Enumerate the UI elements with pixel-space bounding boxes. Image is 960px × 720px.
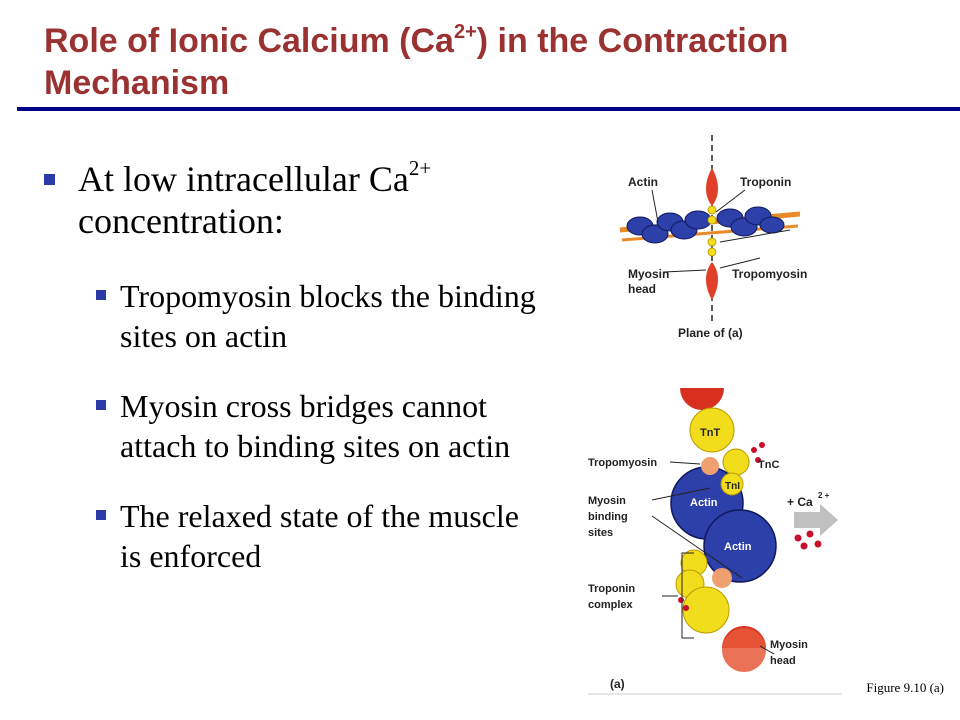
label-actin-2: Actin: [724, 541, 752, 553]
label-myosin-head-2: head: [628, 282, 656, 296]
myosin-head-bottom-blob: [722, 628, 766, 672]
label-tropomyosin: Tropomyosin: [588, 457, 657, 469]
bullet-marker: [44, 174, 55, 185]
sub-bullet-text: The relaxed state of the muscle is enfor…: [120, 498, 519, 574]
troponin-complex-shapes: [675, 549, 730, 634]
sub-bullet: Myosin cross bridges cannot attach to bi…: [40, 386, 540, 466]
cross-section-figure: + Ca 2 + Tropomyosin Myosin binding site…: [588, 388, 842, 695]
main-bullet: At low intracellular Ca2+ concentration:: [40, 158, 540, 242]
label-tnc: TnC: [758, 459, 779, 471]
sub-bullet-text: Tropomyosin blocks the binding sites on …: [120, 278, 536, 354]
myosin-head-top: [680, 388, 724, 410]
tnc-circle: [722, 448, 750, 476]
tnt-circle: [689, 407, 735, 453]
label-tnt: TnT: [700, 427, 720, 439]
myosin-head-shape: [706, 262, 718, 300]
label-tropomyosin: Tropomyosin: [732, 267, 807, 281]
label-troponin-complex-2: complex: [588, 599, 634, 611]
label-myosin-binding-1: Myosin: [588, 495, 626, 507]
figure-caption: Figure 9.10 (a): [866, 680, 944, 695]
label-myosin-head-1: Myosin: [770, 639, 808, 651]
title-divider: [17, 107, 960, 111]
myosin-head-shape: [706, 168, 718, 206]
tni-circle: [720, 472, 744, 496]
sub-bullet-text: Myosin cross bridges cannot attach to bi…: [120, 388, 511, 464]
label-myosin-head-2: head: [770, 655, 796, 667]
actin-beads: [626, 206, 785, 244]
slide-title: Role of Ionic Calcium (Ca2+) in the Cont…: [44, 20, 924, 104]
label-ca-superscript: 2 +: [818, 491, 830, 500]
main-bullet-superscript: 2+: [408, 156, 432, 180]
title-suffix: ) in the Contraction Mechanism: [44, 22, 789, 102]
main-bullet-text2: concentration:: [78, 201, 284, 241]
thin-filament-figure: Actin Troponin Myosin head Tropomyosin P…: [619, 135, 807, 340]
title-prefix: Role of Ionic Calcium (Ca: [44, 22, 454, 60]
title-superscript: 2+: [453, 21, 477, 43]
bullet-marker: [96, 290, 106, 300]
label-panel-a: (a): [610, 677, 625, 691]
sub-bullet: Tropomyosin blocks the binding sites on …: [40, 276, 540, 356]
label-troponin: Troponin: [740, 175, 791, 189]
label-ca: + Ca: [787, 495, 813, 509]
label-myosin-binding-2: binding: [588, 511, 628, 523]
bullet-marker: [96, 510, 106, 520]
label-actin-1: Actin: [690, 497, 718, 509]
troponin-dots: [707, 205, 717, 257]
label-actin: Actin: [628, 175, 658, 189]
calcium-ions: [794, 530, 822, 550]
label-myosin-binding-3: sites: [588, 527, 613, 539]
label-tni: TnI: [725, 481, 740, 492]
label-plane: Plane of (a): [678, 326, 743, 340]
label-troponin-complex-1: Troponin: [588, 583, 635, 595]
calcium-arrow: [794, 504, 838, 536]
main-bullet-text: At low intracellular Ca: [78, 159, 409, 199]
label-myosin-head-1: Myosin: [628, 267, 669, 281]
tropomyosin-dot: [712, 568, 732, 588]
bullet-list: At low intracellular Ca2+ concentration:…: [40, 158, 540, 576]
sub-bullet: The relaxed state of the muscle is enfor…: [40, 496, 540, 576]
tropomyosin-dot: [701, 457, 719, 475]
bullet-marker: [96, 400, 106, 410]
